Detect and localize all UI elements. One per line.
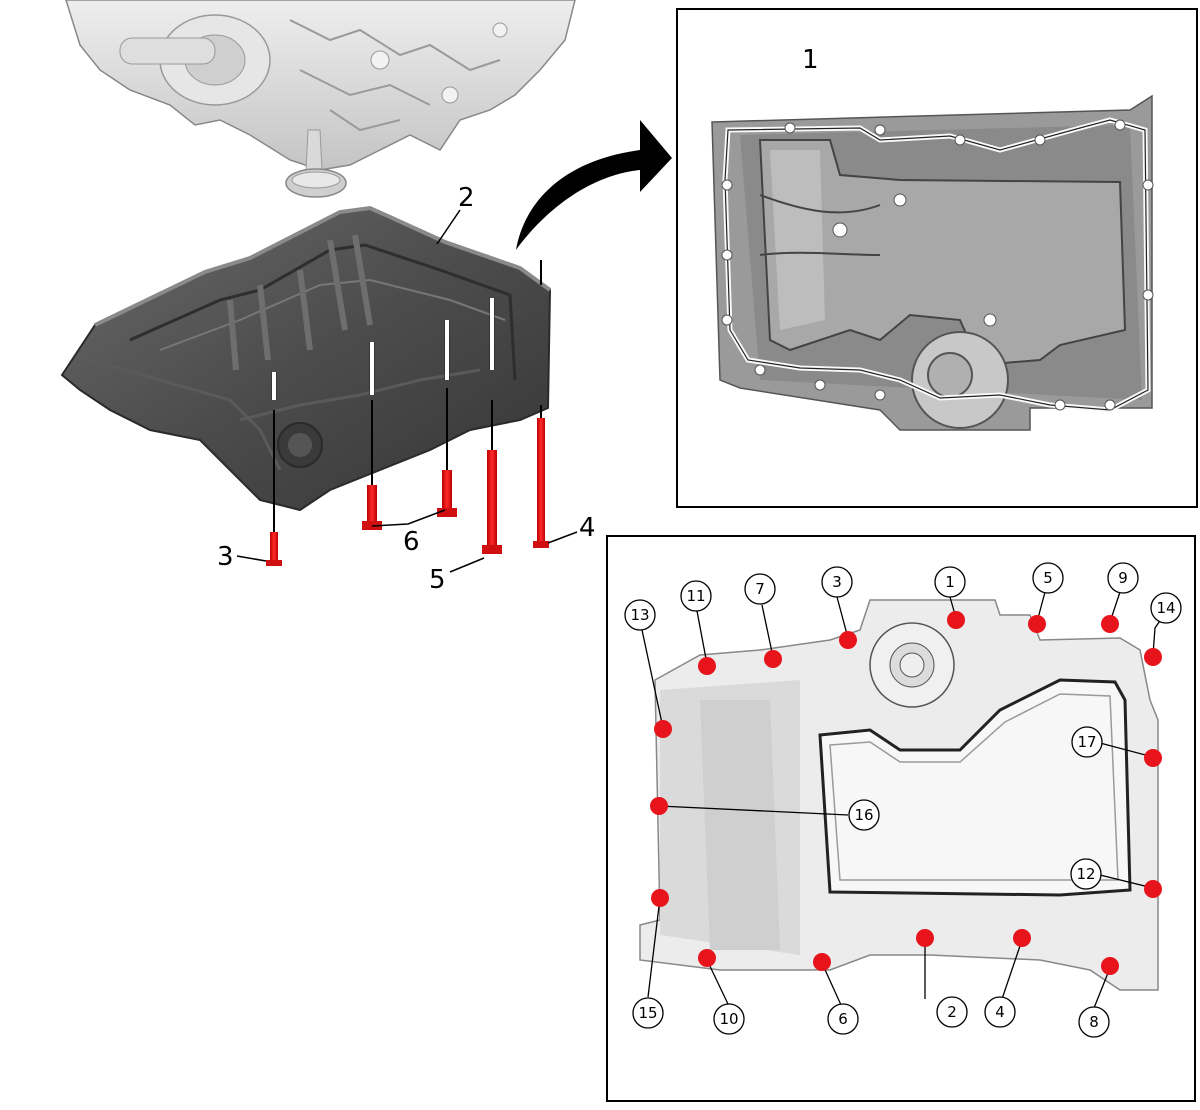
svg-text:5: 5 (1043, 569, 1053, 587)
seq-15: 15 (632, 997, 664, 1029)
svg-text:11: 11 (686, 587, 705, 605)
seq-4: 4 (984, 996, 1016, 1028)
svg-text:12: 12 (1076, 865, 1095, 883)
seq-8: 8 (1078, 1006, 1110, 1038)
seq-10: 10 (713, 1003, 745, 1035)
svg-text:3: 3 (832, 573, 842, 591)
seq-17: 17 (1071, 726, 1103, 758)
seq-9: 9 (1107, 562, 1139, 594)
sequence-numbers: 1 2 3 4 5 6 7 8 9 10 11 12 13 14 15 16 1… (624, 562, 1182, 1038)
callout-leaders (236, 69, 837, 573)
seq-2: 2 (936, 996, 968, 1028)
bolt-6b (437, 470, 457, 517)
oil-pan (60, 205, 552, 512)
seq-12: 12 (1070, 858, 1102, 890)
seq-1: 1 (934, 566, 966, 598)
callout-4: 4 (579, 513, 596, 543)
bolt-3 (266, 532, 282, 566)
svg-text:1: 1 (945, 573, 955, 591)
svg-text:7: 7 (755, 580, 765, 598)
svg-text:13: 13 (630, 606, 649, 624)
svg-text:10: 10 (719, 1010, 738, 1028)
callout-2: 2 (458, 183, 475, 213)
svg-text:16: 16 (854, 806, 873, 824)
svg-text:4: 4 (995, 1003, 1005, 1021)
callout-5: 5 (429, 565, 446, 595)
seq-3: 3 (821, 566, 853, 598)
svg-text:9: 9 (1118, 569, 1128, 587)
sequence-leaders (641, 591, 1169, 1009)
detail-arrow (516, 120, 672, 250)
callout-3: 3 (217, 542, 234, 572)
bolt-4 (533, 418, 549, 548)
bolt-5 (482, 450, 502, 554)
seq-6: 6 (827, 1003, 859, 1035)
callout-6: 6 (403, 527, 420, 557)
engine-block (65, 0, 576, 198)
svg-text:8: 8 (1089, 1013, 1099, 1031)
seq-14: 14 (1150, 592, 1182, 624)
gasket-detail-panel (676, 8, 1198, 508)
callout-1: 1 (802, 45, 819, 75)
svg-text:14: 14 (1156, 599, 1175, 617)
seq-16: 16 (848, 799, 880, 831)
svg-text:2: 2 (947, 1003, 957, 1021)
bolt-guide-lines-black (273, 260, 542, 532)
sequence-bolt-dots (650, 611, 1162, 975)
svg-text:6: 6 (838, 1010, 848, 1028)
bolt-6a (362, 485, 382, 530)
seq-7: 7 (744, 573, 776, 605)
seq-5: 5 (1032, 562, 1064, 594)
seq-13: 13 (624, 599, 656, 631)
bolt-guide-lines (271, 298, 495, 400)
svg-text:15: 15 (638, 1004, 657, 1022)
seq-11: 11 (680, 580, 712, 612)
tightening-sequence-panel (606, 535, 1196, 1102)
svg-text:17: 17 (1077, 733, 1096, 751)
